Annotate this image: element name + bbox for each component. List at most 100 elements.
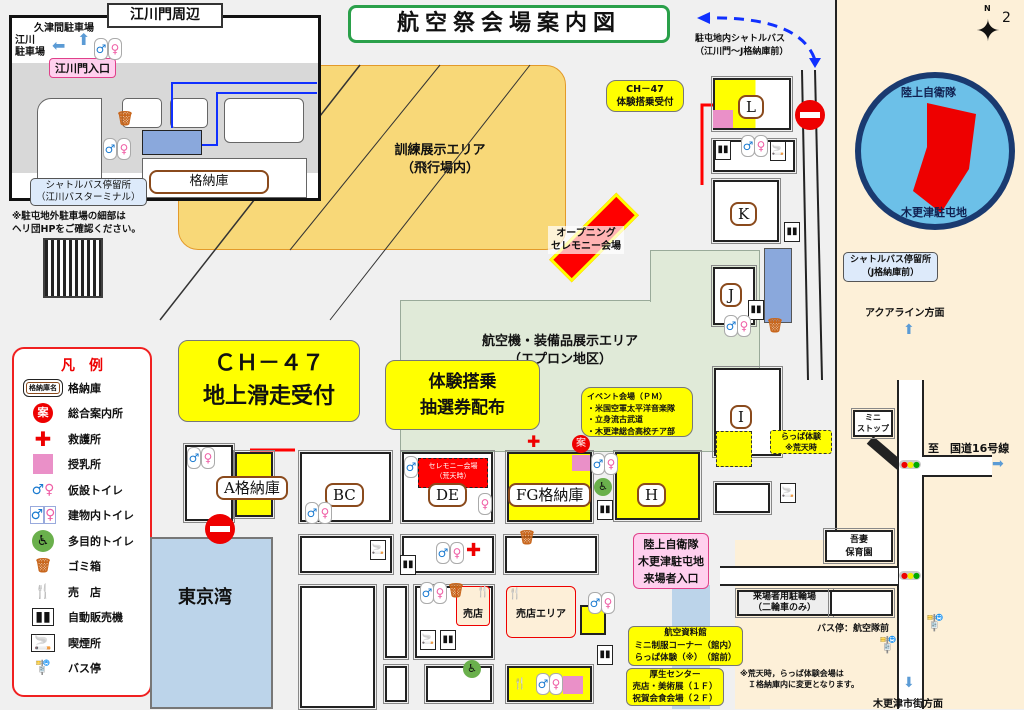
legend-title: 凡 例 [61,358,103,374]
trash-icon: 🗑 [518,530,536,546]
route16-road [922,455,992,477]
south-road [720,566,898,586]
legend-item: ♿多目的トイレ [18,528,146,554]
accessible-toilet-icon: ♿ [463,660,481,678]
female-toilet-icon: ♀ [201,447,215,469]
egawa-parking-label: 江川 駐車場 [15,35,45,58]
legend-item: ♂♀建物内トイレ [18,503,146,529]
rain-note: ※荒天時，らっぱ体験会場は Ｉ格納庫内に変更となります。 [740,669,859,689]
inset-hangar-label: 格納庫 [149,170,269,194]
nursing-icon [18,454,68,475]
shop-icon: 🍴 [508,587,522,600]
bus-stop-icon: 🚏 [925,613,945,632]
ch47-taxi-callout: ＣＨ－４７ 地上滑走受付 [178,340,360,422]
shuttle-route-arrows [171,82,317,146]
arrow-left-icon: ⬅ [52,36,66,55]
nursing-icon [572,455,590,471]
qr-code[interactable] [43,238,103,298]
first-aid-icon: ✚ [466,540,482,561]
accessible-toilet-icon: ♿ [594,478,612,496]
trash-icon: 🗑 [447,583,465,599]
temp-toilet-icon: ♂♀ [31,481,55,498]
male-toilet-icon: ♂ [103,138,117,160]
emblem-top-text: 陸上自衛隊 [901,86,956,99]
inset-title: 江川門周辺 [107,3,223,28]
arrow-up-icon: ⬆ [77,30,91,49]
rappa-callout: らっぱ体験 ※荒天時 [770,430,832,454]
arrow-up-icon: ⬆ [903,322,915,338]
tokyo-bay-label: 東京湾 [178,587,232,608]
no-entry-icon [795,100,825,130]
legend-item: ▮▮自動販売機 [18,605,146,631]
shop-icon: 🍴 [513,677,527,690]
tokyo-bay [150,537,273,709]
visitor-entrance[interactable]: 陸上自衛隊 木更津駐屯地 来場者入口 [633,533,709,589]
smoking-icon: 🚬 [18,633,68,652]
vending-icon: ▮▮ [784,222,800,242]
legend-item: ✚救護所 [18,426,146,452]
j-bus-stop-callout: シャトルバス停留所 （J格納庫前） [843,252,939,282]
welfare-callout: 厚生センター 売店・美術展（１Ｆ） 祝賀会食会場（２Ｆ） [626,668,724,706]
male-toilet-icon: ♂ [94,38,108,60]
egawa-gate-inset: 格納庫 久津間駐車場 江川 駐車場 ⬅ ⬆ 江川門入口 シャトルバス停留所 （江… [9,15,321,206]
shop-icon: 🍴 [476,585,490,598]
de-hangar-label: DE [428,483,467,507]
training-area-label: 訓練展示エリア （飛行場内） [394,143,486,176]
building [713,481,772,515]
bus-stop-label: バス停：航空隊前 [817,624,890,634]
male-toilet-icon: ♂ [588,592,602,614]
female-toilet-icon: ♀ [737,315,751,337]
female-toilet-icon: ♀ [754,135,768,157]
smoking-icon: 🚬 [780,483,796,503]
bus-stop-icon: 🚏 [34,660,52,677]
compass-north: N [984,4,991,13]
egawa-gate-label[interactable]: 江川門入口 [49,58,116,78]
vending-icon: ▮▮ [748,300,764,320]
arrow-right-icon: ➡ [992,456,1004,472]
legend-item: 案総合案内所 [18,401,146,427]
vending-icon: ▮▮ [440,630,456,650]
rappa-area [716,431,752,467]
building [383,584,409,660]
emblem: 陸上自衛隊 木更津駐屯地 [855,72,1015,230]
legend-item: 🚬喫煙所 [18,630,146,656]
smoking-icon: 🚬 [770,141,786,161]
first-aid-icon: ✚ [527,432,541,451]
vending-icon: ▮▮ [18,608,68,627]
male-toilet-icon: ♂ [187,447,201,469]
shop-area[interactable]: 売店エリア [506,586,576,638]
ch47-ride-callout: CH－47 体験搭乗受付 [606,80,684,112]
legend-item: 🚏バス停 [18,656,146,682]
event-callout: イベント会場（ＰＭ） ・米国空軍太平洋音楽隊 ・立身流古武道 ・木更津総合高校チ… [581,387,693,437]
no-entry-icon [205,514,235,544]
kuzuma-parking-label: 久津間駐車場 [34,23,94,34]
female-toilet-icon: ♀ [450,542,464,564]
h-hangar-label: H [637,483,667,507]
female-toilet-icon: ♀ [117,138,131,160]
legend-item: 格納庫名格納庫 [18,375,146,401]
female-toilet-icon: ♀ [604,453,618,475]
female-toilet-icon: ♀ [318,502,332,524]
emblem-bottom-text: 木更津駐屯地 [901,206,967,219]
accessible-toilet-icon: ♿ [18,529,68,552]
vending-icon: ▮▮ [597,500,613,520]
legend-item: 授乳所 [18,452,146,478]
shuttle-bus-stop-area [142,130,202,155]
legend-item: 🍴売 店 [18,579,146,605]
vending-icon: ▮▮ [400,555,416,575]
shop[interactable]: 売店 [456,586,490,626]
page-number: 2 [1002,10,1011,26]
main-road [897,380,924,709]
male-toilet-icon: ♂ [420,582,434,604]
first-aid-icon: ✚ [34,426,52,451]
page-title: 航空祭会場案内図 [348,5,670,43]
nursing-icon [563,676,583,694]
compass-icon: ✦ [975,14,1001,49]
info-icon[interactable]: 案 [572,435,590,453]
lottery-callout: 体験搭乗 抽選券配布 [385,360,540,430]
building [383,664,409,704]
bc-hangar-label: BC [325,483,364,507]
shuttle-bus-stop-j [764,248,792,323]
nursing-icon [713,110,733,128]
bus-stop-callout: シャトルバス停留所 （江川バスターミナル） [30,178,147,206]
